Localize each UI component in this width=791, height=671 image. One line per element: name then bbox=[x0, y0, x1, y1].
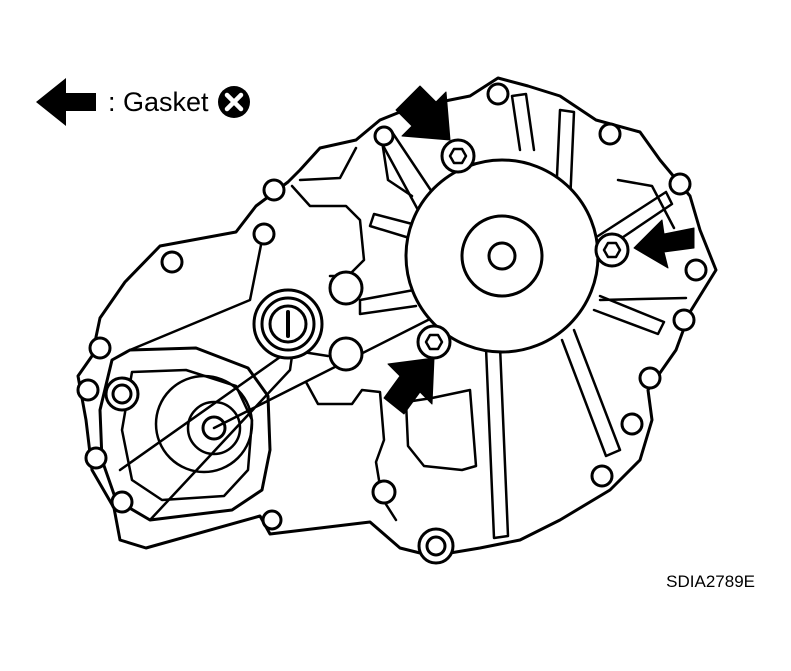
pump-bolt-right bbox=[594, 232, 630, 268]
pump-bolt-top bbox=[440, 138, 476, 174]
pump-body bbox=[404, 158, 600, 354]
gear-hub-mid bbox=[186, 400, 242, 456]
gear-hub-outer bbox=[154, 374, 254, 474]
legend-label: : Gasket bbox=[108, 86, 209, 117]
housing-rib-right bbox=[598, 178, 688, 302]
housing-inner-contour bbox=[290, 184, 366, 278]
gear-cover-inner bbox=[120, 368, 254, 502]
figure-code: SDIA2789E bbox=[666, 572, 755, 591]
pump-outlet bbox=[404, 388, 478, 472]
gasket-arrow-top bbox=[395, 85, 451, 141]
gear-cover-brace bbox=[118, 238, 434, 522]
pump-hub-outer bbox=[460, 214, 544, 298]
boss-lower bbox=[328, 336, 364, 372]
boss-upper bbox=[328, 270, 364, 306]
pump-ribs bbox=[358, 92, 674, 540]
gear-hub-bolt bbox=[201, 415, 227, 441]
pump-bolt-bottom bbox=[416, 324, 452, 360]
gasket-arrow-right bbox=[633, 219, 695, 269]
idler-pulley-inner bbox=[268, 304, 308, 344]
pump-hub-inner bbox=[487, 241, 517, 271]
black-arrow-left-icon bbox=[36, 78, 96, 126]
idler-pulley-ring bbox=[260, 296, 316, 352]
housing-outline bbox=[76, 76, 718, 558]
legend: : Gasket bbox=[36, 76, 251, 128]
gasket-arrow-bottom bbox=[383, 357, 435, 415]
housing-bolt-holes bbox=[76, 82, 708, 565]
circled-x-icon bbox=[217, 86, 250, 118]
